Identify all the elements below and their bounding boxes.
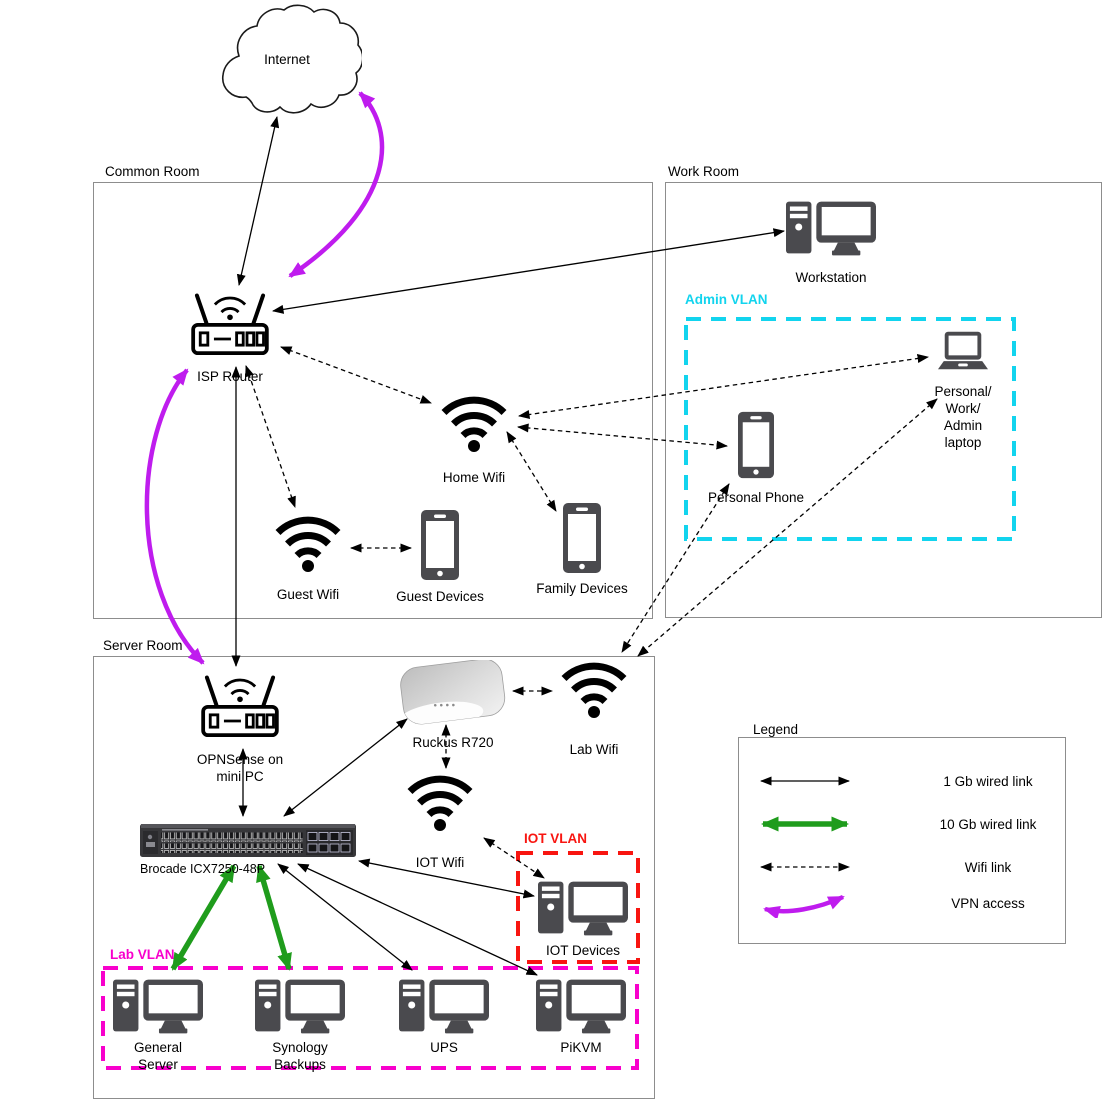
node-opnsense: OPNSense on mini PC <box>197 670 283 784</box>
vpn-line-sample <box>763 894 845 918</box>
smartphone-icon <box>421 510 459 580</box>
node-internet: Internet <box>212 4 362 123</box>
legend-title: Legend <box>753 722 799 737</box>
node-guest-wifi-label: Guest Wifi <box>276 587 340 602</box>
legend-label-vpn: VPN access <box>951 895 1025 911</box>
node-workstation: Workstation <box>786 200 876 285</box>
node-admin-laptop: Personal/ Work/ Admin laptop <box>934 331 992 450</box>
node-opnsense-label: OPNSense on mini PC <box>196 752 284 784</box>
node-personal-phone: Personal Phone <box>708 410 804 505</box>
wired-1gb-line-sample <box>760 776 850 786</box>
node-switch: Brocade ICX7250-48P <box>140 821 356 876</box>
legend-label-1gb: 1 Gb wired link <box>943 773 1033 789</box>
router-icon <box>190 288 270 356</box>
smartphone-icon <box>563 503 601 573</box>
room-common-label: Common Room <box>105 164 200 179</box>
node-family-devices-label: Family Devices <box>536 581 628 596</box>
wifi-icon <box>558 662 630 719</box>
node-ruckus-label: Ruckus R720 <box>412 735 494 750</box>
vlan-lab-box <box>101 966 639 1070</box>
node-isp-router: ISP Router <box>190 288 270 384</box>
node-synology-backups: Synology Backups <box>255 978 345 1072</box>
desktop-computer-icon <box>786 200 876 256</box>
room-work-label: Work Room <box>668 164 740 179</box>
node-family-devices: Family Devices <box>536 503 628 596</box>
wifi-line-sample <box>760 862 850 872</box>
legend-row-1gb: 1 Gb wired link <box>753 766 1033 796</box>
edge-vpn-isp-opnsense <box>144 368 205 665</box>
desktop-computer-icon <box>255 978 345 1034</box>
node-ups: UPS <box>399 978 489 1055</box>
node-home-wifi-label: Home Wifi <box>442 470 506 485</box>
edge-admin-laptop-lab-wifi <box>637 398 938 657</box>
wired-10gb-line-sample <box>761 816 849 832</box>
node-home-wifi: Home Wifi <box>438 396 510 485</box>
wifi-icon <box>438 396 510 453</box>
edge-personal-phone-lab-wifi <box>621 483 730 653</box>
room-server: Server Room <box>93 638 655 1099</box>
edge-home-wifi-personal-phone <box>517 423 728 450</box>
desktop-computer-icon <box>536 978 626 1034</box>
edge-home-wifi-admin-laptop <box>518 354 929 419</box>
edge-isp-workstation <box>272 228 785 314</box>
desktop-computer-icon <box>113 978 203 1034</box>
node-lab-wifi-label: Lab Wifi <box>569 742 619 757</box>
node-guest-devices: Guest Devices <box>396 510 484 604</box>
node-switch-label: Brocade ICX7250-48P <box>140 862 266 876</box>
desktop-computer-icon <box>538 880 628 936</box>
smartphone-icon <box>738 410 774 480</box>
edge-isp-guest-wifi <box>245 365 296 508</box>
node-iot-wifi: IOT Wifi <box>404 775 476 870</box>
node-workstation-label: Workstation <box>795 270 867 285</box>
edge-isp-home-wifi <box>280 346 432 404</box>
network-switch-icon <box>140 821 356 859</box>
edge-switch-pikvm <box>297 863 538 976</box>
edge-switch-general-server-10gb <box>170 864 237 971</box>
node-iot-devices-label: IOT Devices <box>545 943 621 958</box>
edge-home-wifi-family-devices <box>506 431 557 512</box>
node-lab-wifi: Lab Wifi <box>558 662 630 757</box>
node-internet-label: Internet <box>264 52 310 67</box>
legend-row-vpn: VPN access <box>753 888 1025 918</box>
wifi-icon <box>272 516 344 573</box>
node-admin-laptop-label: Personal/ Work/ Admin laptop <box>934 384 992 450</box>
wifi-icon <box>404 775 476 832</box>
node-pikvm: PiKVM <box>536 978 626 1055</box>
desktop-computer-icon <box>399 978 489 1034</box>
laptop-icon <box>938 331 988 372</box>
node-ups-label: UPS <box>430 1040 458 1055</box>
room-server-label: Server Room <box>103 638 183 653</box>
node-ruckus: Ruckus R720 <box>394 660 512 750</box>
edge-switch-ups <box>277 863 413 971</box>
edge-switch-ruckus <box>283 718 408 817</box>
access-point-icon <box>394 660 512 728</box>
node-isp-router-label: ISP Router <box>197 369 263 384</box>
node-pikvm-label: PiKVM <box>560 1040 602 1055</box>
node-personal-phone-label: Personal Phone <box>707 490 805 505</box>
node-guest-devices-label: Guest Devices <box>396 589 484 604</box>
legend-label-10gb: 10 Gb wired link <box>939 816 1037 832</box>
node-guest-wifi: Guest Wifi <box>272 516 344 602</box>
edge-internet-isp <box>236 116 280 286</box>
node-general-server: General Server <box>113 978 203 1072</box>
legend-label-wifi: Wifi link <box>964 859 1012 875</box>
node-general-server-label: General Server <box>133 1040 183 1072</box>
node-iot-devices: IOT Devices <box>538 880 628 958</box>
vlan-lab-label: Lab VLAN <box>110 947 175 962</box>
edge-vpn-internet-isp <box>288 91 385 278</box>
legend-row-10gb: 10 Gb wired link <box>753 809 1036 839</box>
edge-iot-wifi-iot-devices <box>483 837 545 879</box>
node-iot-wifi-label: IOT Wifi <box>415 855 465 870</box>
node-synology-backups-label: Synology Backups <box>272 1040 328 1072</box>
edge-switch-synology-10gb <box>256 864 292 971</box>
legend-row-wifi: Wifi link <box>753 852 1011 882</box>
router-icon <box>200 670 280 738</box>
legend: Legend 1 Gb wired link 10 Gb wired link … <box>738 722 1066 944</box>
